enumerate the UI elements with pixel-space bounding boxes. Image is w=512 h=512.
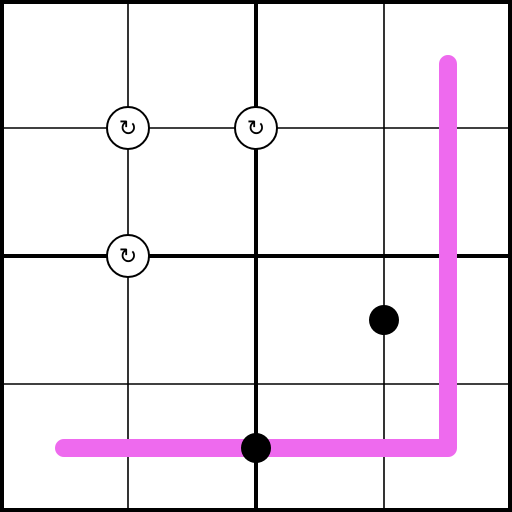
black-dot [241,433,271,463]
rotation-marker[interactable]: ↻ [106,234,150,278]
rotation-marker[interactable]: ↻ [106,106,150,150]
rotation-markers: ↻ ↻ ↻ [106,106,278,278]
rotation-marker-circle[interactable] [106,234,150,278]
clockwise-arrow-icon: ↻ [119,245,137,270]
rotation-marker-circle[interactable] [106,106,150,150]
rotation-marker[interactable]: ↻ [234,106,278,150]
path-line [55,55,457,457]
drawn-path [55,55,457,457]
black-dot [369,305,399,335]
clockwise-arrow-icon: ↻ [247,117,265,142]
clockwise-arrow-icon: ↻ [119,117,137,142]
dot-markers [241,305,399,463]
rotation-marker-circle[interactable] [234,106,278,150]
